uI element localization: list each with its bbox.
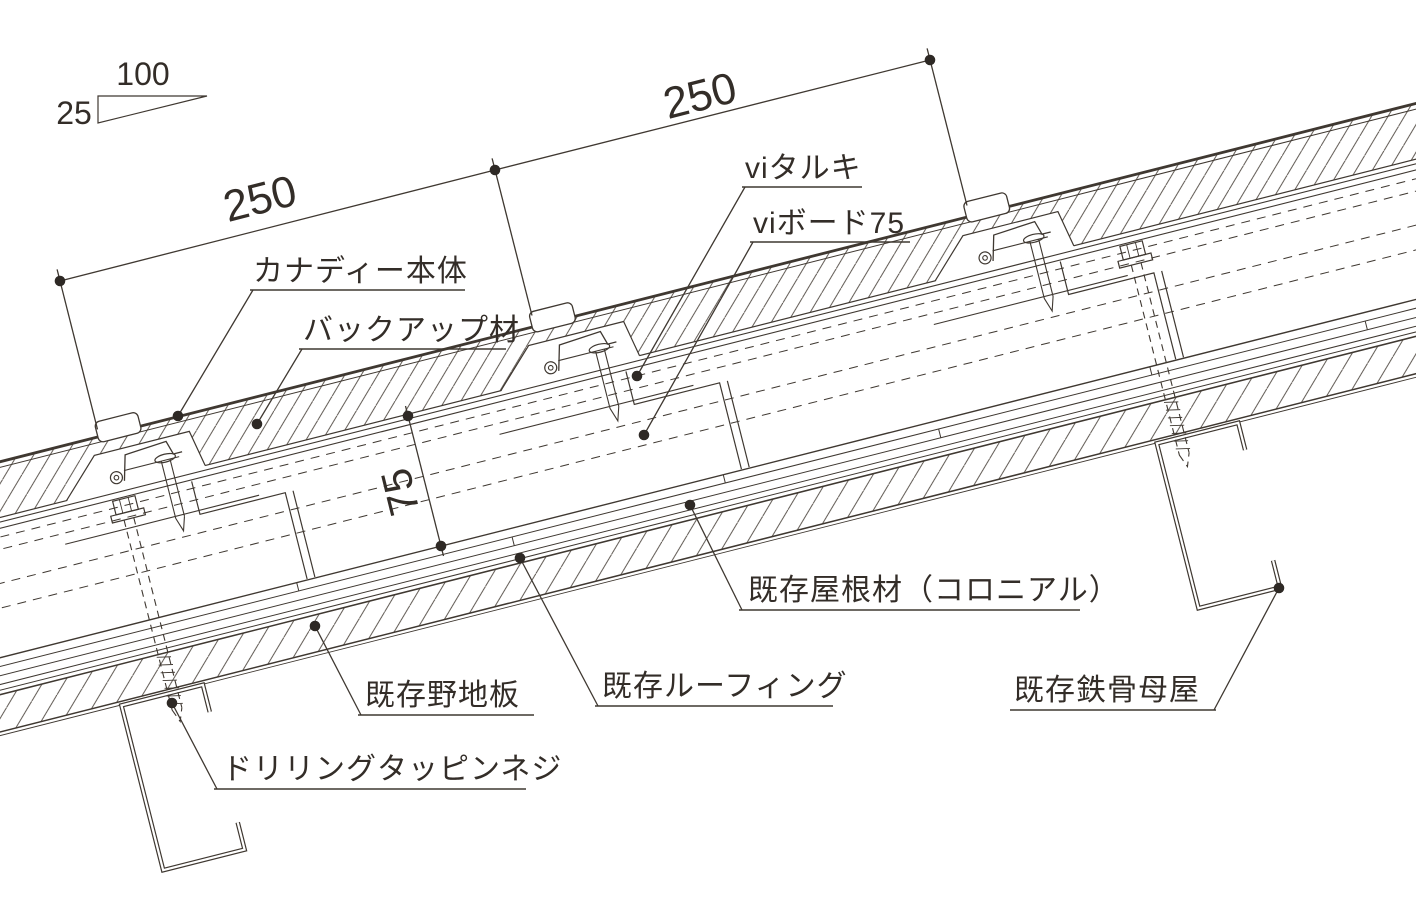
purlin-right bbox=[1157, 423, 1280, 608]
slope-rise-value: 25 bbox=[56, 95, 92, 131]
label-panel: カナディー本体 bbox=[172, 255, 468, 422]
label-taruki: viタルキ bbox=[631, 152, 862, 382]
label-existing-sheathing: 既存野地板 bbox=[309, 620, 534, 716]
label-board: viボード75 bbox=[638, 207, 910, 441]
label-existing-roofing-text: 既存ルーフィング bbox=[602, 670, 848, 703]
label-panel-text: カナディー本体 bbox=[253, 255, 468, 288]
label-screw-text: ドリリングタッピンネジ bbox=[222, 753, 562, 786]
label-existing-roof-material-text: 既存屋根材（コロニアル） bbox=[748, 574, 1120, 607]
existing-roof-material-layer bbox=[0, 243, 1416, 692]
label-board-text: viボード75 bbox=[753, 207, 905, 240]
roof-layers-group bbox=[0, 58, 1416, 904]
panel-layer bbox=[0, 58, 1416, 535]
label-taruki-text: viタルキ bbox=[745, 152, 862, 185]
slope-indicator: 100 25 bbox=[56, 56, 208, 131]
label-screw: ドリリングタッピンネジ bbox=[166, 697, 562, 790]
slope-run-value: 100 bbox=[116, 56, 169, 92]
label-backup: バックアップ材 bbox=[251, 314, 520, 430]
label-existing-purlin-text: 既存鉄骨母屋 bbox=[1014, 674, 1200, 707]
dim-75: 75 bbox=[372, 464, 429, 521]
dim-250-right: 250 bbox=[658, 63, 741, 129]
label-backup-text: バックアップ材 bbox=[303, 314, 520, 347]
label-existing-sheathing-text: 既存野地板 bbox=[365, 679, 520, 712]
panel-undersheet bbox=[0, 116, 1416, 545]
existing-sheathing-layer bbox=[0, 278, 1416, 740]
label-existing-roofing: 既存ルーフィング bbox=[514, 552, 848, 707]
label-existing-roof-material: 既存屋根材（コロニアル） bbox=[684, 499, 1120, 611]
label-existing-purlin: 既存鉄骨母屋 bbox=[1010, 582, 1285, 711]
dimension-board-thickness: 75 bbox=[372, 405, 447, 557]
